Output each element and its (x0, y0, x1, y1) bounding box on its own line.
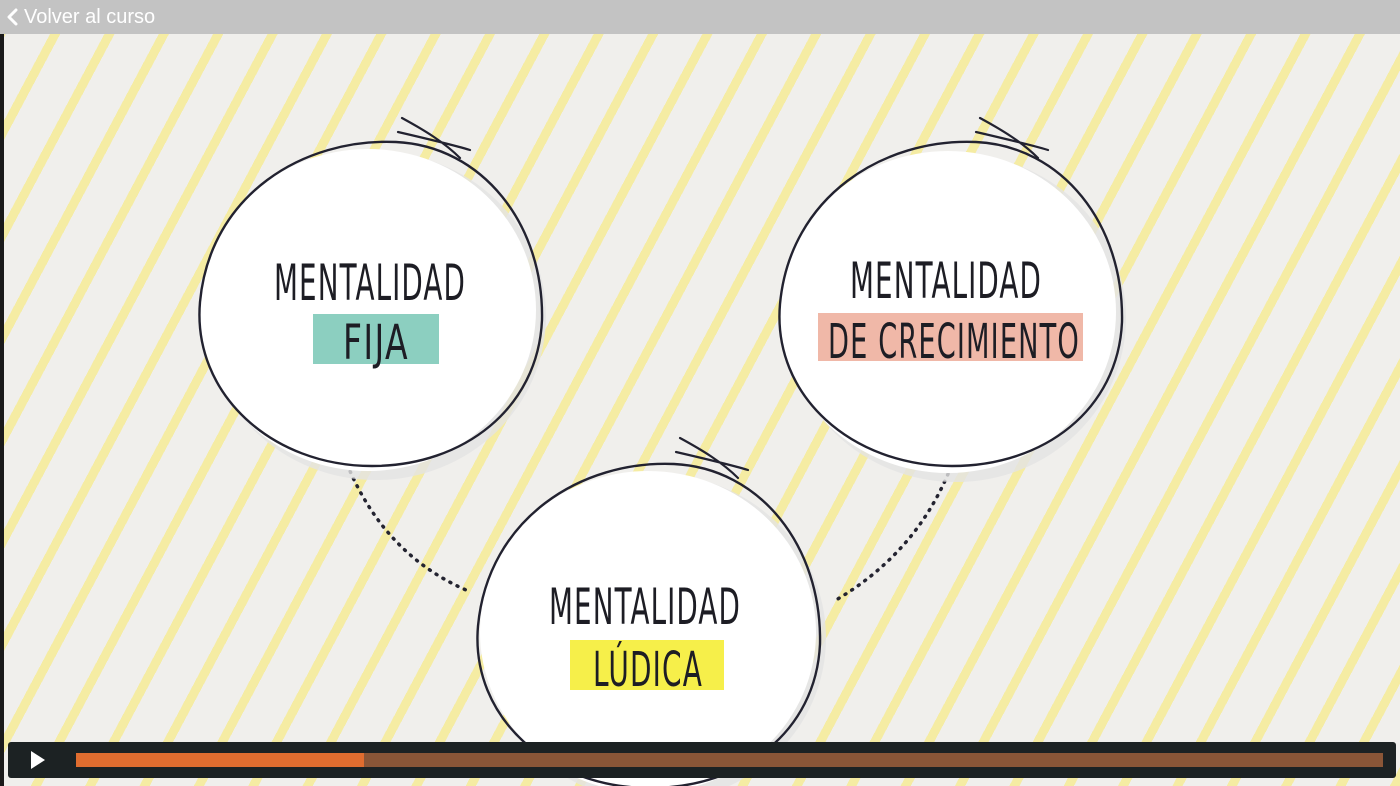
progress-played (76, 753, 364, 767)
back-to-course-link[interactable]: Volver al curso (0, 0, 155, 34)
slide-illustration: MENTALIDAD FIJA MENTALIDAD DE CRECIMIENT… (198, 116, 1126, 786)
circle-playful-mindset: MENTALIDAD LÚDICA (476, 436, 826, 786)
circle-growth-tag: DE CRECIMIENTO (828, 314, 1080, 370)
circle-growth-mindset: MENTALIDAD DE CRECIMIENTO (778, 116, 1126, 482)
progress-bar[interactable] (76, 753, 1383, 767)
left-edge (0, 34, 4, 786)
tag-growth-highlight (818, 313, 1083, 361)
play-icon (31, 751, 45, 769)
connector-left (345, 462, 468, 592)
chevron-left-icon (7, 8, 18, 26)
video-frame[interactable]: MENTALIDAD FIJA MENTALIDAD DE CRECIMIENT… (4, 34, 1400, 786)
tag-fixed-highlight (313, 314, 439, 364)
video-controls (8, 742, 1396, 778)
circle-growth-title: MENTALIDAD (850, 252, 1042, 310)
play-button[interactable] (18, 748, 58, 772)
back-label: Volver al curso (24, 5, 156, 28)
circle-fixed-title: MENTALIDAD (274, 254, 466, 312)
top-bar: Volver al curso (0, 0, 1400, 34)
circle-fixed-tag: FIJA (343, 315, 409, 371)
circle-fixed-mindset: MENTALIDAD FIJA (198, 116, 546, 480)
circle-playful-tag: LÚDICA (593, 641, 703, 698)
connector-right (834, 472, 950, 602)
circle-playful-title: MENTALIDAD (549, 578, 741, 636)
tag-playful-highlight (570, 640, 724, 690)
